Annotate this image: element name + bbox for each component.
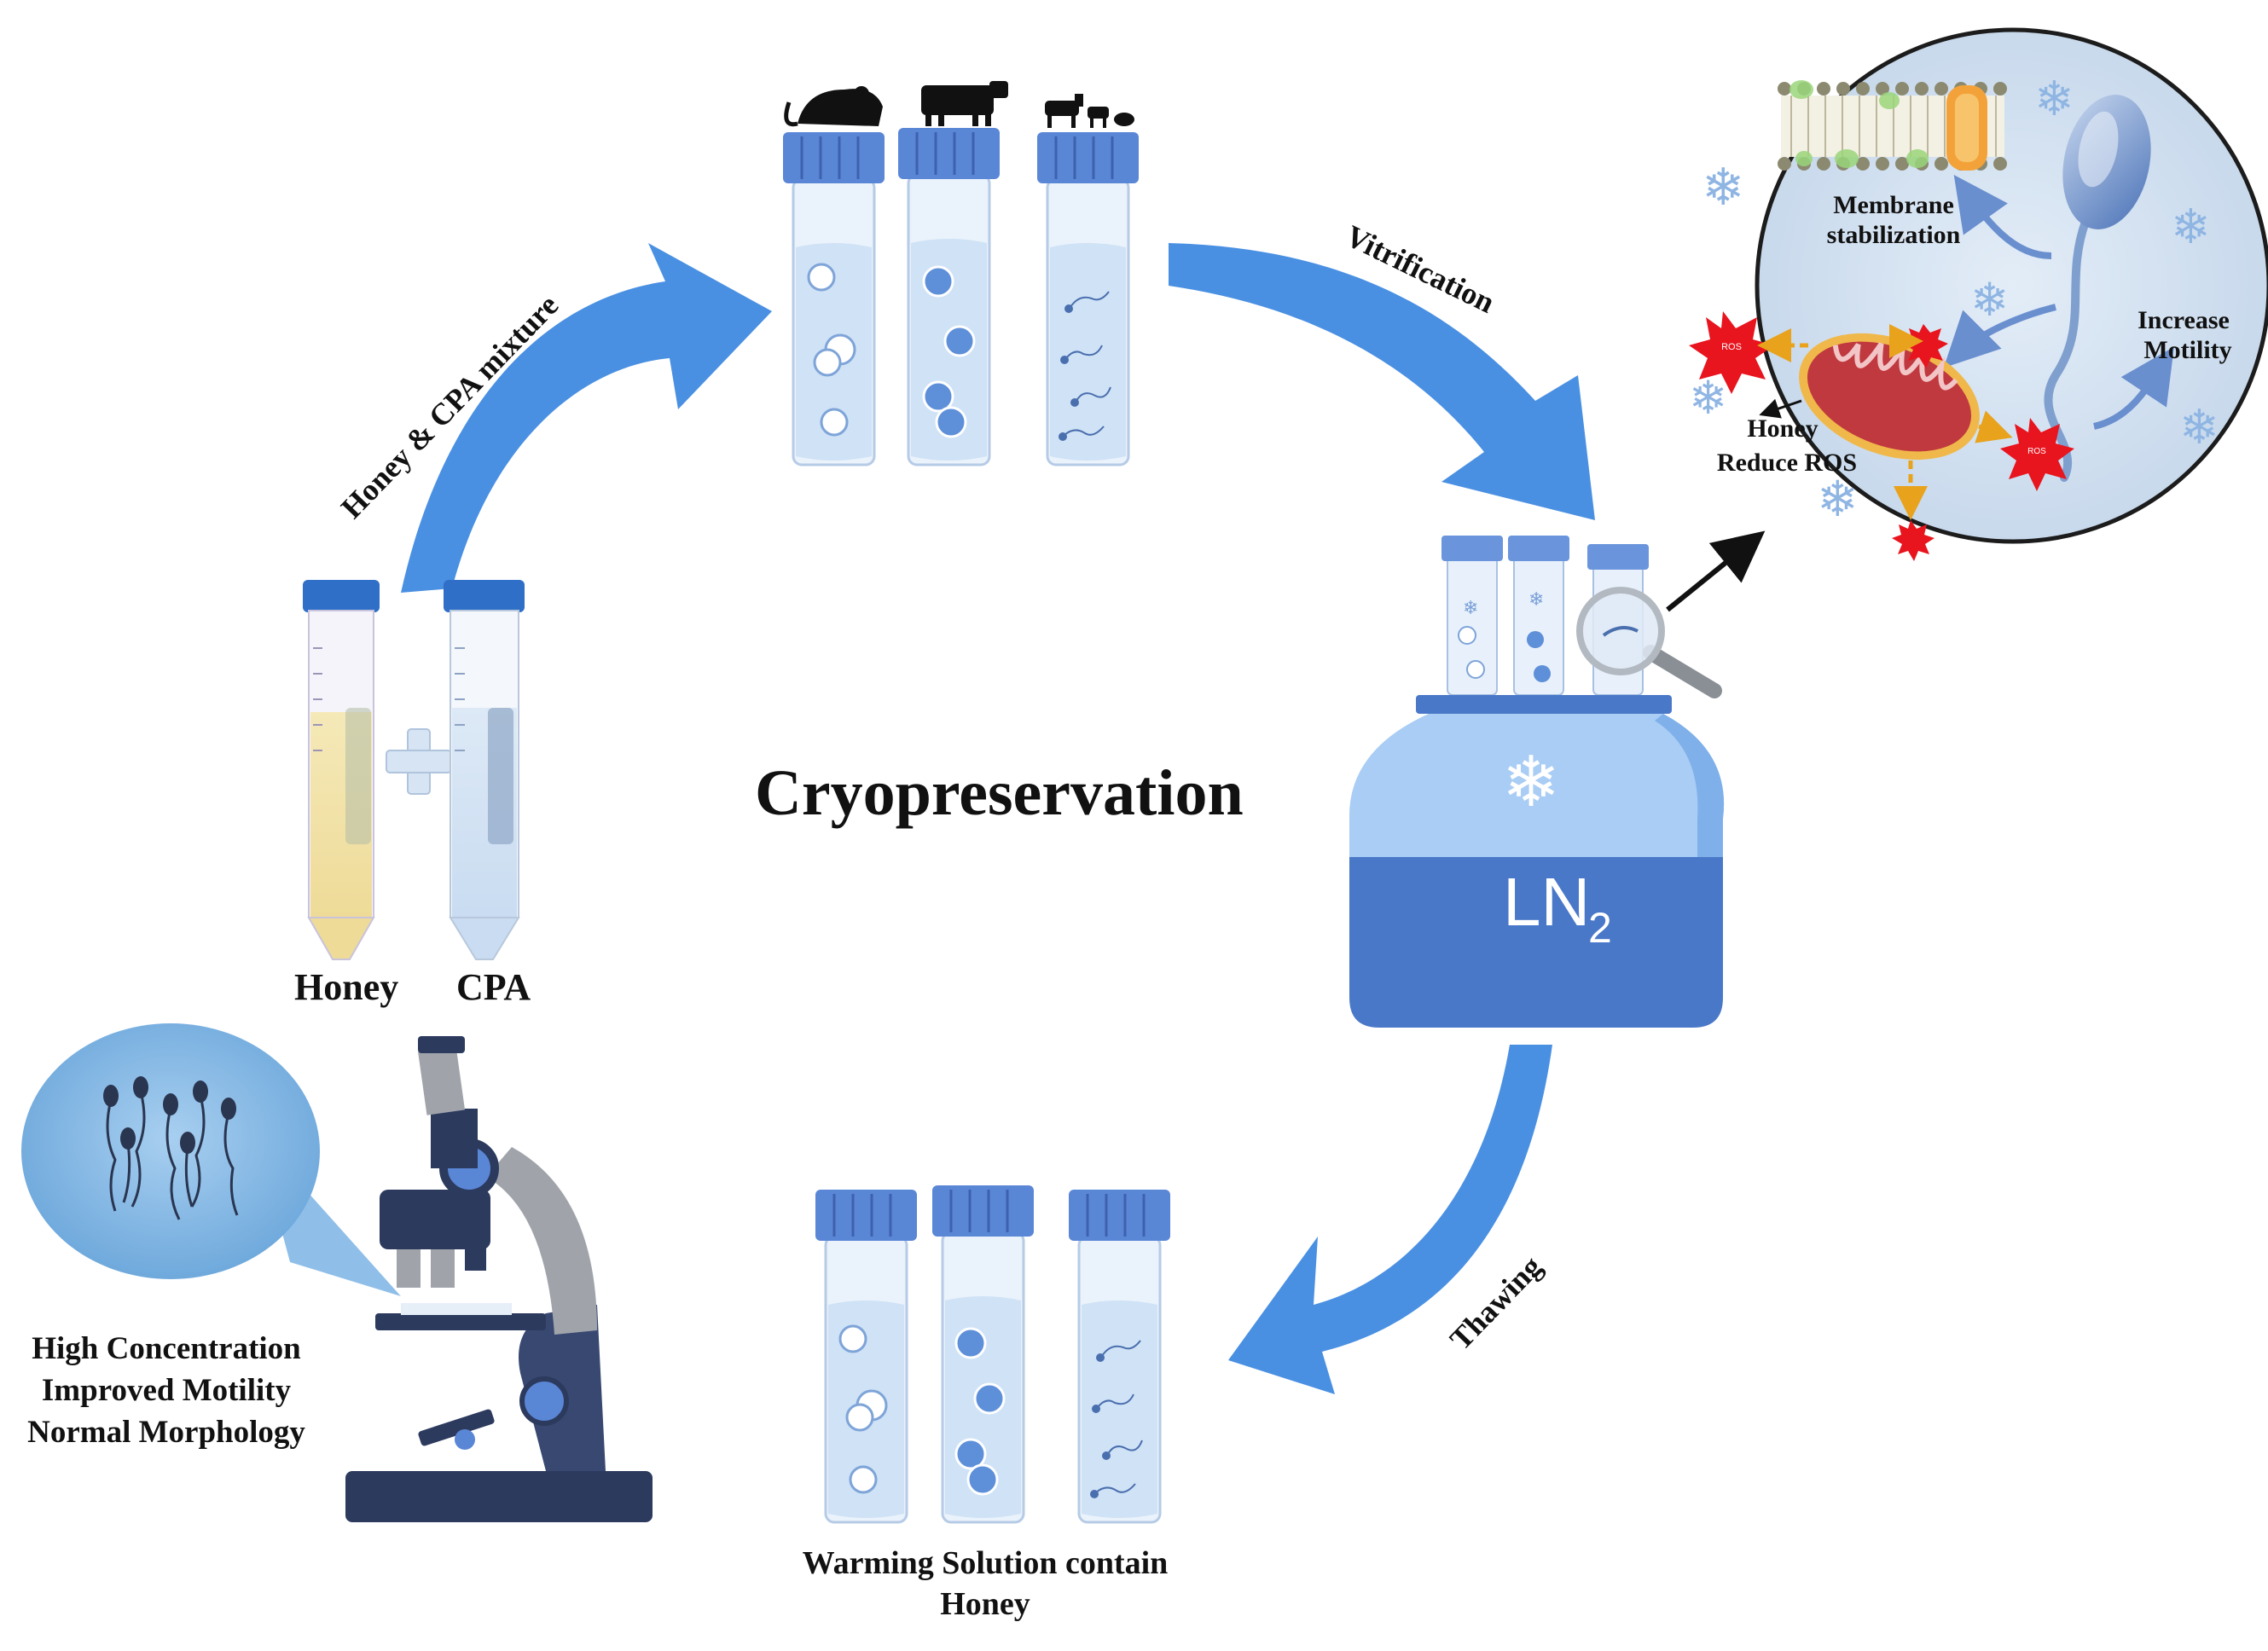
ln2-label: LN: [1503, 864, 1590, 940]
plus-icon: [386, 728, 452, 795]
dewar-tube-2: ❄: [1508, 536, 1569, 696]
ros-burst-main: ROS: [1689, 311, 1774, 394]
svg-text:❄: ❄: [1970, 273, 2009, 327]
dewar-tube-1: ❄: [1441, 536, 1503, 696]
top-tube-group: [783, 81, 1139, 466]
svg-text:❄: ❄: [2179, 400, 2219, 455]
snowflake-decor: ❄ ❄ ❄ ❄ ❄ ❄ ❄: [1689, 72, 2219, 528]
cow-icon: [921, 81, 1008, 126]
ros-burst-right: ROS: [2000, 418, 2074, 491]
svg-text:❄: ❄: [1702, 158, 1744, 217]
sperm-cluster: [106, 1091, 239, 1220]
bottom-tube-group: [815, 1185, 1170, 1524]
svg-text:❄: ❄: [1463, 598, 1478, 619]
cell-membrane: [1778, 80, 2007, 171]
ln2-dewar: ❄ ❄ ❄ LN 2: [1349, 536, 1725, 1028]
ros-burst-small-2: [1892, 520, 1934, 561]
tube-oocytes-bottom: [815, 1190, 917, 1524]
magnifier-icon: [1576, 587, 1722, 698]
honey-label: Honey: [294, 966, 398, 1008]
svg-text:❄: ❄: [1528, 589, 1544, 611]
microscope-label-2: Improved Motility: [42, 1373, 292, 1408]
svg-text:❄: ❄: [2034, 72, 2074, 127]
membrane-label-1: Membrane: [1833, 191, 1954, 219]
warming-label-1: Warming Solution contain: [803, 1545, 1169, 1581]
cpa-label: CPA: [456, 966, 531, 1008]
falcon-tube-cpa: [444, 580, 525, 960]
membrane-arrow: [1953, 174, 2052, 259]
animals-icon: [1045, 94, 1134, 128]
snowflake-icon: ❄: [1502, 744, 1561, 821]
page-title: Cryopreservation: [755, 757, 1244, 829]
rat-icon: [784, 86, 883, 127]
microscope-label-1: High Concentration: [32, 1331, 301, 1366]
falcon-tube-honey: [303, 580, 380, 960]
reduce-ros-arrow: [1759, 398, 1802, 419]
mitochondrion: [1799, 333, 1980, 461]
ros-burst-label-2: ROS: [2027, 447, 2046, 456]
svg-text:❄: ❄: [1689, 371, 1727, 425]
zoom-circle: ❄ ❄ ❄ ❄ ❄ ❄ ❄: [1689, 27, 2268, 561]
tube-embryo-top: [898, 128, 1000, 466]
membrane-label-2: stabilization: [1827, 221, 1961, 249]
ros-label-2: Reduce ROS: [1717, 449, 1857, 477]
mito-arrow: [1943, 304, 2056, 368]
speech-bubble: [21, 1023, 401, 1296]
arrow-vitrification: [1169, 243, 1595, 520]
svg-text:❄: ❄: [2171, 200, 2211, 255]
zoom-pointer-arrow: [1666, 530, 1766, 612]
microscope-label-3: Normal Morphology: [27, 1415, 305, 1450]
motility-label-1: Increase: [2137, 306, 2230, 334]
motility-label-2: Motility: [2143, 336, 2231, 364]
ros-label-1: Honey: [1747, 414, 1818, 443]
tube-embryo-bottom: [932, 1185, 1034, 1524]
warming-label-2: Honey: [940, 1586, 1030, 1622]
tube-sperm-top: [1037, 132, 1139, 466]
motility-arrow: [2093, 346, 2174, 430]
ros-burst-label: ROS: [1721, 342, 1742, 352]
tube-sperm-bottom: [1069, 1190, 1170, 1524]
arrow-thawing: [1228, 1045, 1552, 1394]
arrow-mix: [401, 243, 772, 593]
svg-text:❄: ❄: [1817, 470, 1859, 528]
tube-oocytes-top: [783, 132, 885, 466]
ln2-subscript: 2: [1588, 904, 1612, 952]
microscope-icon: [345, 1036, 653, 1522]
